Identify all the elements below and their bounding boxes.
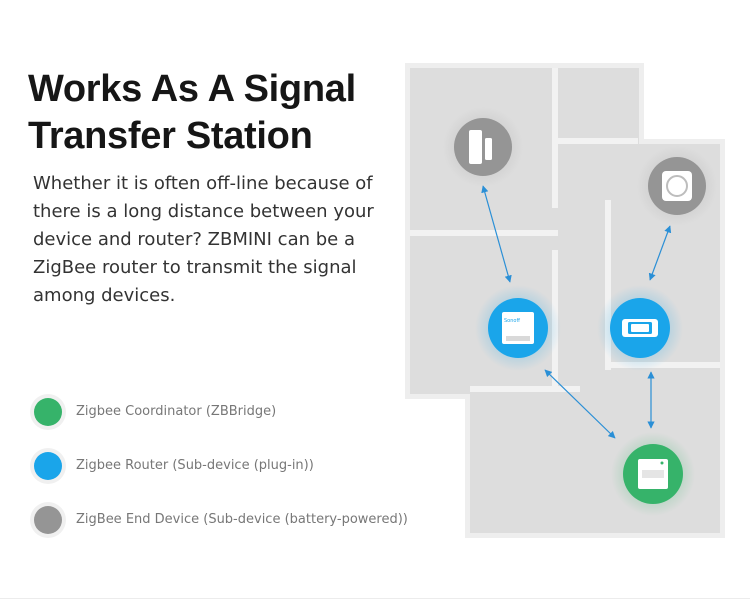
door-sensor-icon <box>469 130 492 164</box>
zbmini-icon: Sonoff <box>502 312 534 344</box>
router-zbmini: Sonoff <box>475 285 561 371</box>
legend-item-router: Zigbee Router (Sub-device (plug-in)) <box>34 450 454 486</box>
legend-label: ZigBee End Device (Sub-device (battery-p… <box>76 512 408 527</box>
legend-item-end-device: ZigBee End Device (Sub-device (battery-p… <box>34 504 454 540</box>
smart-plug-icon <box>622 319 658 337</box>
title-line-1: Works As A Signal <box>28 68 356 110</box>
end-device-sensor <box>443 107 523 187</box>
page-title: Works As A Signal Transfer Station <box>28 66 408 160</box>
title-line-2: Transfer Station <box>28 115 313 157</box>
router-plug <box>597 285 683 371</box>
link-sensor-zbmini <box>481 185 512 283</box>
coordinator-dot-icon <box>34 398 62 426</box>
link-zbmini-bridge <box>544 369 616 439</box>
legend-label: Zigbee Coordinator (ZBBridge) <box>76 404 277 419</box>
signal-links <box>481 185 672 439</box>
router-dot-icon <box>34 452 62 480</box>
round-button-icon <box>662 171 692 201</box>
floor-plan: Sonoff <box>405 63 725 538</box>
legend-label: Zigbee Router (Sub-device (plug-in)) <box>76 458 314 473</box>
legend-item-coordinator: Zigbee Coordinator (ZBBridge) <box>34 396 454 432</box>
end-device-dot-icon <box>34 506 62 534</box>
link-button-plug <box>648 225 672 281</box>
description: Whether it is often off-line because of … <box>33 173 374 306</box>
coordinator-bridge <box>611 432 695 516</box>
end-device-button <box>637 146 717 226</box>
brand-text: Sonoff <box>504 318 520 324</box>
divider <box>0 598 750 599</box>
zbbridge-icon <box>638 459 668 489</box>
